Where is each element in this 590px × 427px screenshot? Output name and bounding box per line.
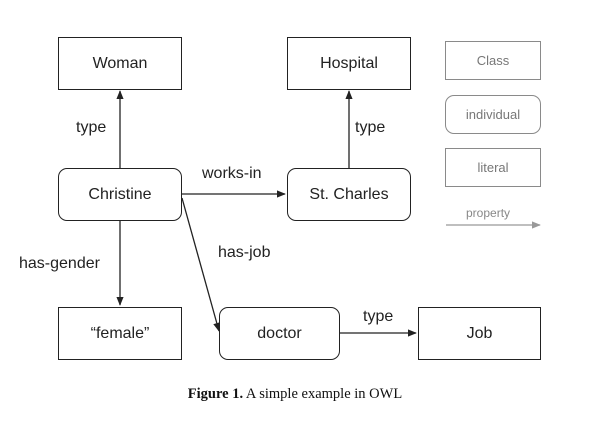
caption-text: A simple example in OWL (243, 386, 403, 402)
legend-property-label: property (466, 206, 511, 220)
edge-label-type-job: type (363, 308, 394, 325)
legend-individual-box: individual (445, 95, 541, 134)
edge-label-has-job: has-job (218, 244, 271, 261)
class-node-hospital: Hospital (287, 37, 411, 90)
edge-label-works-in: works-in (202, 165, 262, 182)
individual-node-christine: Christine (58, 168, 182, 221)
individual-node-doctor: doctor (219, 307, 340, 360)
caption-figure-number: Figure 1. (187, 386, 244, 402)
edge-has-job (181, 197, 221, 332)
edge-label-type-hospital: type (355, 119, 386, 136)
class-node-woman: Woman (58, 37, 182, 90)
literal-node-female: “female” (58, 307, 182, 360)
legend-class-box: Class (445, 41, 541, 80)
figure-caption: Figure 1. A simple example in OWL (0, 386, 590, 403)
legend-literal-box: literal (445, 148, 541, 187)
class-node-job: Job (418, 307, 541, 360)
edge-label-has-gender: has-gender (19, 255, 100, 272)
edge-label-type-woman: type (76, 119, 107, 136)
individual-node-st-charles: St. Charles (287, 168, 411, 221)
